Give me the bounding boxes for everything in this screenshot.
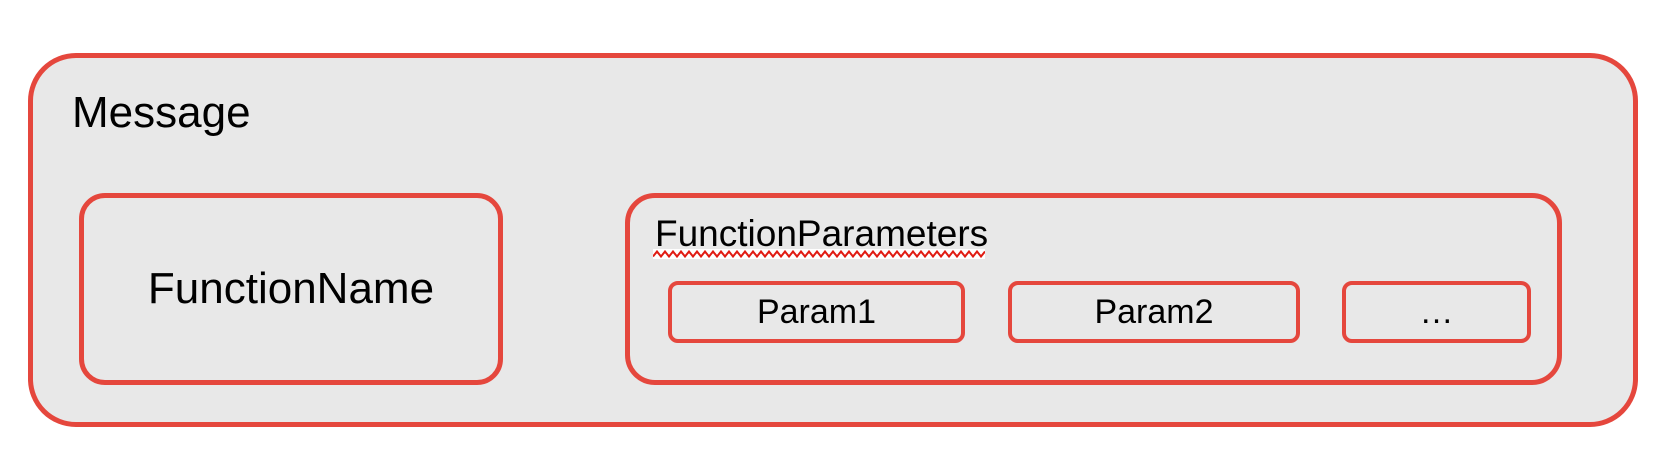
message-label: Message: [72, 88, 251, 137]
spellcheck-squiggle-path: [653, 249, 985, 259]
function-parameters-box: FunctionParameters Param1 Param2 …: [625, 193, 1562, 385]
message-box: Message FunctionName FunctionParameters …: [28, 53, 1638, 427]
param-ellipsis-label: …: [1419, 292, 1454, 331]
spellcheck-squiggle-icon: [653, 249, 985, 259]
param1-box: Param1: [668, 281, 965, 343]
function-name-box: FunctionName: [79, 193, 503, 385]
param2-box: Param2: [1008, 281, 1300, 343]
function-parameters-label: FunctionParameters: [655, 213, 989, 254]
param-ellipsis-box: …: [1342, 281, 1531, 343]
param1-label: Param1: [756, 292, 877, 331]
function-name-label: FunctionName: [147, 264, 435, 313]
param2-label: Param2: [1094, 292, 1214, 331]
